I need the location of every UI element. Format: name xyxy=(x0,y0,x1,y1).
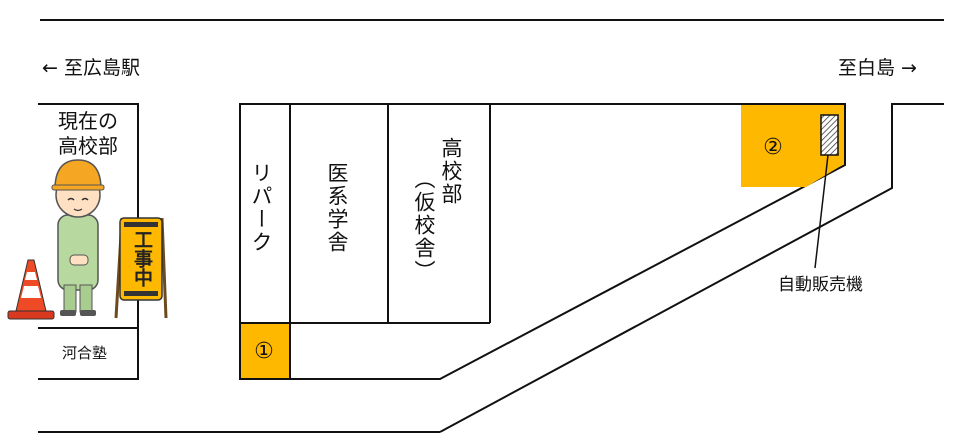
koukoubu-label: 高校部 xyxy=(439,137,463,206)
diagonal-road-outer xyxy=(439,103,944,433)
koukoubu-note: （仮校舎） xyxy=(412,168,436,283)
traffic-cone-icon xyxy=(7,259,55,320)
current-campus-line1: 現在の xyxy=(58,109,118,133)
marker-two: ② xyxy=(763,135,783,160)
kawai-label: 河合塾 xyxy=(62,344,108,362)
construction-sign-text: 工事中 xyxy=(131,230,153,287)
block-outline xyxy=(239,103,846,380)
direction-right-label: 至白島 → xyxy=(838,57,917,79)
vending-leader-line xyxy=(814,154,829,269)
ikei-label: 医系学舎 xyxy=(325,162,349,254)
marker-two-area xyxy=(741,105,844,187)
construction-worker-icon xyxy=(51,159,105,316)
vending-machine-label: 自動販売機 xyxy=(778,275,863,295)
marker-one: ① xyxy=(254,339,274,364)
ripaku-label: リパーク xyxy=(249,162,273,254)
marker-one-area xyxy=(241,324,289,378)
direction-left-label: ← 至広島駅 xyxy=(42,57,140,79)
vending-machine-icon xyxy=(820,114,839,156)
construction-sign-icon xyxy=(114,217,168,319)
current-campus-line2: 高校部 xyxy=(58,134,118,158)
